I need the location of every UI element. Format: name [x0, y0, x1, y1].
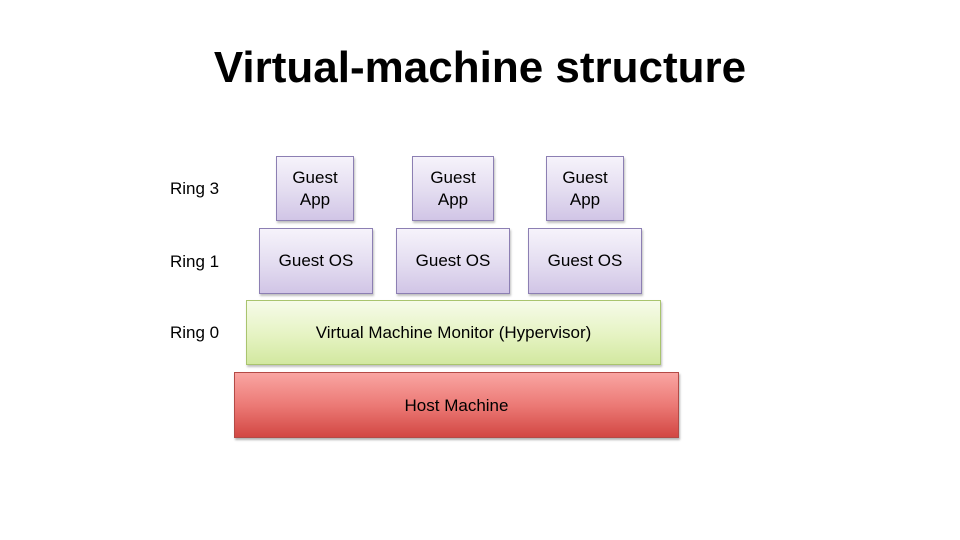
ring-3-label: Ring 3	[170, 179, 220, 198]
guest-app-1-line1: Guest	[292, 167, 338, 187]
guest-app-1-line2: App	[299, 189, 331, 209]
hypervisor-label: Virtual Machine Monitor (Hypervisor)	[315, 322, 592, 342]
host-machine-label: Host Machine	[404, 396, 509, 415]
guest-os-label-3: Guest OS	[547, 251, 623, 270]
ring-0-label: Ring 0	[170, 323, 220, 342]
guest-os-label-1: Guest OS	[278, 251, 354, 270]
host-machine-box: Host Machine	[234, 372, 679, 438]
guest-os-label-2: Guest OS	[415, 251, 491, 270]
guest-app-2-line2: App	[437, 189, 469, 209]
guest-os-box-2: Guest OS	[396, 228, 510, 294]
guest-app-label-1: Guest App	[292, 167, 337, 211]
guest-os-box-3: Guest OS	[528, 228, 642, 294]
guest-app-3-line2: App	[569, 189, 601, 209]
guest-app-box-2: Guest App	[412, 156, 494, 221]
slide-title: Virtual-machine structure	[213, 43, 747, 92]
guest-app-label-2: Guest App	[430, 167, 475, 211]
guest-app-3-line1: Guest	[562, 167, 608, 187]
guest-app-box-1: Guest App	[276, 156, 354, 221]
hypervisor-box: Virtual Machine Monitor (Hypervisor)	[246, 300, 661, 365]
guest-os-box-1: Guest OS	[259, 228, 373, 294]
ring-1-label: Ring 1	[170, 252, 220, 271]
guest-app-2-line1: Guest	[430, 167, 476, 187]
guest-app-label-3: Guest App	[562, 167, 607, 211]
guest-app-box-3: Guest App	[546, 156, 624, 221]
